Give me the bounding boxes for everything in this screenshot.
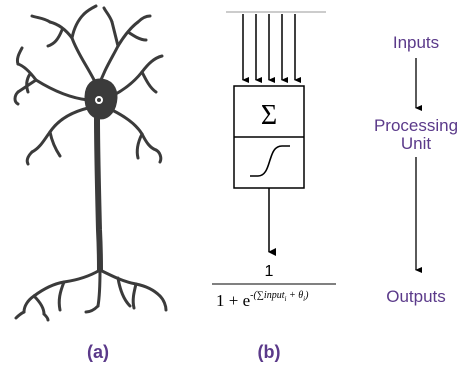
left-dendrites	[13, 46, 90, 166]
axon-terminals	[14, 268, 168, 322]
axon	[94, 115, 103, 273]
outputs-label: Outputs	[386, 287, 446, 306]
input-arrows	[242, 14, 301, 83]
neuron-drawing	[13, 4, 168, 322]
summation-symbol: Σ	[261, 100, 277, 131]
formula-denominator: 1 + e-(∑inputi + θi)	[216, 290, 309, 310]
inputs-label: Inputs	[393, 33, 439, 52]
caption-a: (a)	[87, 342, 109, 362]
formula-numerator: 1	[265, 263, 274, 280]
right-dendrites	[110, 54, 164, 164]
processing-unit-label-line2: Unit	[401, 134, 432, 153]
caption-b: (b)	[258, 342, 281, 362]
processing-unit-label-line1: Processing	[374, 116, 458, 135]
upper-dendrites	[30, 4, 152, 90]
sigmoid-icon	[250, 145, 290, 177]
